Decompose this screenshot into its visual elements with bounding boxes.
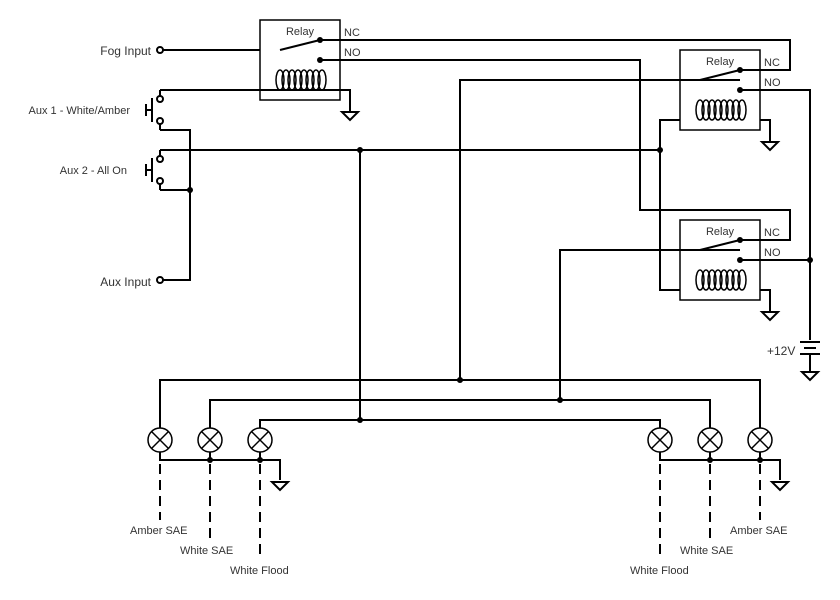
relay-1-no-label: NO: [344, 47, 361, 59]
ground-symbol: [759, 141, 781, 152]
lamp-white-sae-right: [697, 427, 723, 453]
relay-3-title: Relay: [706, 226, 735, 238]
relay-3-coil: [695, 269, 747, 291]
relay-2-no-label: NO: [764, 77, 781, 89]
relay-2-nc-label: NC: [764, 57, 780, 69]
lamp-white-sae-left: [197, 427, 223, 453]
aux-input-label: Aux Input: [100, 275, 151, 289]
lamp-label-amber-sae-left: Amber SAE: [130, 525, 187, 537]
junction-dot: [757, 457, 763, 463]
junction-dot: [657, 147, 663, 153]
lamp-label-white-sae-right: White SAE: [680, 545, 733, 557]
supply-label: +12V: [767, 344, 795, 358]
lamp-amber-sae-right: [747, 427, 773, 453]
lamp-leader-lines: [159, 464, 761, 560]
junction-dot: [257, 457, 263, 463]
lamp-amber-sae-left: [147, 427, 173, 453]
relay-3-no-label: NO: [764, 247, 781, 259]
ground-symbol: [769, 481, 791, 492]
lamp-label-white-flood-right: White Flood: [630, 565, 689, 577]
aux-input-terminal: [156, 276, 164, 284]
battery-12v: [799, 341, 821, 382]
lamp-label-white-flood-left: White Flood: [230, 565, 289, 577]
lamp-label-amber-sae-right: Amber SAE: [730, 525, 787, 537]
relay-1-title: Relay: [286, 26, 315, 38]
aux1-switch-label: Aux 1 - White/Amber: [29, 105, 131, 117]
ground-symbol: [269, 481, 291, 492]
junction-dot: [807, 257, 813, 263]
ground-symbol: [759, 311, 781, 322]
relay-3-nc-label: NC: [764, 227, 780, 239]
junction-dot: [357, 147, 363, 153]
relay-2: Relay: [679, 49, 761, 131]
junction-dot: [707, 457, 713, 463]
relay-1-nc-label: NC: [344, 27, 360, 39]
fog-input-label: Fog Input: [100, 44, 151, 58]
fog-input-terminal: [156, 46, 164, 54]
aux1-pushbutton-switch: [145, 90, 164, 130]
junction-dot: [457, 377, 463, 383]
relay-2-coil: [695, 99, 747, 121]
ground-symbol: [339, 111, 361, 122]
input-wiring: [160, 49, 660, 281]
relay-2-title: Relay: [706, 56, 735, 68]
relay-1-coil: [275, 69, 327, 91]
lamp-label-white-sae-left: White SAE: [180, 545, 233, 557]
junction-dot: [557, 397, 563, 403]
aux2-pushbutton-switch: [145, 150, 164, 190]
relay-wiring: [320, 39, 811, 420]
aux2-switch-label: Aux 2 - All On: [60, 165, 127, 177]
junction-dot: [187, 187, 193, 193]
lamp-white-flood-left: [247, 427, 273, 453]
junction-dot: [207, 457, 213, 463]
junction-dot: [357, 417, 363, 423]
relay-1: Relay: [259, 19, 341, 101]
lamp-white-flood-right: [647, 427, 673, 453]
